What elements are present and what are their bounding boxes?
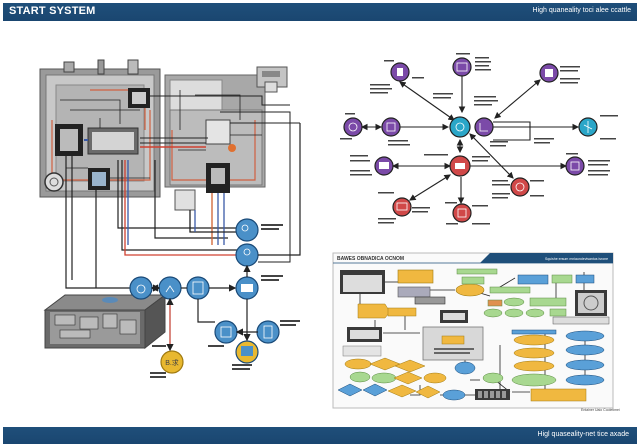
hub-node[interactable]: [256, 320, 280, 344]
flow-panel-title: BAWES OBNADICA OCNOM: [337, 256, 405, 262]
flow-diamond: [362, 383, 388, 397]
flow-oval: [511, 373, 557, 387]
flow-oval: [565, 374, 605, 386]
network-node[interactable]: [565, 156, 585, 176]
document-icon: [397, 68, 403, 76]
network-node[interactable]: [578, 117, 598, 137]
hub-node[interactable]: [235, 340, 259, 364]
user-group-icon: [241, 224, 249, 232]
flow-main-box: [422, 326, 484, 361]
network-node[interactable]: [392, 197, 412, 217]
network-node[interactable]: [449, 155, 471, 177]
network-icon: [165, 285, 175, 293]
network-node[interactable]: [452, 203, 472, 223]
fan-icon: [44, 172, 64, 192]
user-icon: [243, 248, 251, 256]
flow-oval: [513, 334, 555, 346]
network-node[interactable]: [510, 177, 530, 197]
flow-panel: [332, 252, 614, 409]
hub-node[interactable]: [235, 243, 259, 267]
tablet-icon: [263, 325, 273, 339]
page-title: START SYSTEM: [9, 5, 96, 17]
apple-icon: [136, 284, 146, 294]
network-node[interactable]: [474, 117, 494, 137]
laptop-icon: [479, 123, 488, 132]
desktop-icon: [396, 202, 408, 211]
hub-node[interactable]: B.求: [160, 350, 184, 374]
flow-diamond: [369, 357, 401, 371]
hub-node[interactable]: [214, 320, 238, 344]
edit-icon: [386, 122, 396, 132]
cloud-icon: [515, 182, 525, 192]
chart-icon: [570, 161, 580, 171]
flow-panel-banner: [480, 253, 613, 263]
flow-oval: [513, 360, 555, 372]
store-icon: [241, 346, 253, 356]
monitor-icon: [241, 284, 253, 292]
chip-icon: [174, 189, 196, 211]
flow-panel-tag: Squishe ersum mniaundevisantus isrone: [545, 257, 609, 261]
globe-icon: [348, 122, 358, 132]
network-node[interactable]: [452, 57, 472, 77]
network-node[interactable]: [449, 116, 471, 138]
network-node[interactable]: [343, 117, 363, 137]
flow-oval: [565, 344, 605, 356]
node-labels: [150, 224, 300, 378]
device-icon: [256, 66, 288, 93]
flow-oval: [565, 359, 605, 371]
screen-icon: [379, 162, 389, 169]
hardware-schematic: B.求: [39, 59, 301, 378]
clock-icon: [455, 122, 465, 132]
chip-icon: [205, 119, 231, 145]
network-node[interactable]: [539, 63, 559, 83]
flow-diamond: [337, 383, 363, 397]
wifi-icon: [455, 163, 465, 169]
header-tagline: High quaneality toci alee ccattle: [532, 7, 631, 14]
hub-node[interactable]: [129, 276, 153, 300]
flow-oval: [344, 358, 372, 370]
network-node[interactable]: [381, 117, 401, 137]
hub-node[interactable]: [186, 276, 210, 300]
flow-box-green: [456, 268, 498, 275]
flow-process-box: [530, 388, 587, 402]
tree-icon: [583, 121, 593, 133]
footer-tagline: Higl quaseality-net tice axade: [537, 431, 629, 438]
box-icon: [220, 326, 232, 338]
flow-box-blue: [517, 274, 549, 285]
header-bar: START SYSTEM High quaneality toci alee c…: [3, 3, 637, 21]
hub-node[interactable]: [235, 218, 259, 242]
node-labels: [340, 53, 618, 225]
chip-label: B.求: [165, 358, 179, 367]
flow-oval: [565, 330, 605, 342]
picture-icon: [457, 208, 467, 218]
server-rack-icon: [192, 281, 204, 295]
flow-process-box: [397, 269, 434, 284]
hub-node[interactable]: [235, 276, 259, 300]
network-node[interactable]: [374, 156, 394, 176]
flow-process-box: [357, 303, 391, 319]
image-icon: [456, 62, 468, 72]
network-diagram: [340, 53, 618, 225]
circuit-board-3d: [43, 294, 167, 350]
flow-diamond: [394, 359, 426, 373]
flow-process-box: [397, 286, 431, 298]
footer-bar: Higl quaseality-net tice axade: [3, 427, 637, 444]
flow-oval: [513, 347, 555, 359]
flow-decision: [455, 283, 485, 297]
network-node[interactable]: [390, 62, 410, 82]
hub-node[interactable]: [158, 276, 182, 300]
printer-icon: [545, 69, 553, 77]
flow-panel-footnote: Entainer Uaio Cooletimei: [581, 408, 620, 412]
